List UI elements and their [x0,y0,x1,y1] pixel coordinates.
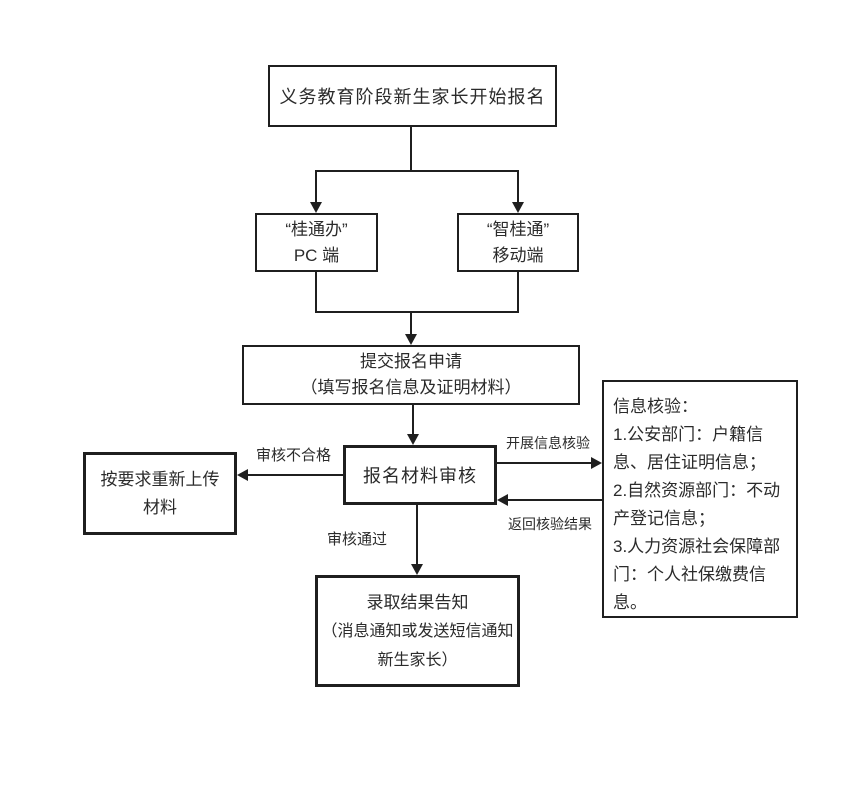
node-material-review: 报名材料审核 [343,445,497,505]
node-submit-line2: （填写报名信息及证明材料） [300,378,522,397]
verify-item-1: 1.公安部门：户籍信息、居住证明信息； [613,425,766,472]
arrowhead-to-reupload [237,469,248,481]
verify-title: 信息核验： [613,397,698,416]
connector-submit-review [412,405,414,435]
node-submit-line1: 提交报名申请 [360,352,462,371]
node-reupload-line1: 按要求重新上传 [100,469,220,489]
connector-merge-horizontal [315,311,519,313]
node-review-label: 报名材料审核 [363,466,477,486]
node-reupload-line2: 材料 [143,497,177,517]
connector-review-verify [497,462,592,464]
verify-item-2: 2.自然资源部门：不动产登记信息； [613,481,781,528]
connector-branch-horizontal [315,170,519,172]
node-result-line2: （消息通知或发送短信通知 [321,622,514,640]
connector-merge-right [517,272,519,313]
node-start-label: 义务教育阶段新生家长开始报名 [279,87,546,107]
arrowhead-to-verify [591,457,602,469]
node-pc-portal: “桂通办” PC 端 [255,213,378,272]
arrowhead-to-pc [310,202,322,213]
connector-branch-left [315,170,317,203]
node-pc-line2: PC 端 [293,245,340,265]
arrowhead-return-to-review [497,494,508,506]
node-result-line1: 录取结果告知 [366,592,469,612]
connector-verify-return [508,499,602,501]
connector-branch-right [517,170,519,203]
edge-label-review-fail: 审核不合格 [256,447,332,464]
node-info-verification: 信息核验： 1.公安部门：户籍信息、居住证明信息； 2.自然资源部门：不动产登记… [602,380,798,618]
arrowhead-to-mobile [512,202,524,213]
connector-merge-down [410,313,412,335]
node-result-line3: 新生家长） [377,651,458,669]
connector-review-reupload [248,474,343,476]
edge-label-review-pass: 审核通过 [327,531,388,548]
edge-label-start-verify: 开展信息核验 [506,435,590,451]
node-admission-result: 录取结果告知 （消息通知或发送短信通知 新生家长） [315,575,520,687]
node-mobile-line1: “智桂通” [486,219,550,239]
arrowhead-to-submit [405,334,417,345]
node-reupload-materials: 按要求重新上传 材料 [83,452,237,535]
node-mobile-portal: “智桂通” 移动端 [457,213,579,272]
node-submit-application: 提交报名申请 （填写报名信息及证明材料） [242,345,580,405]
connector-review-result [416,505,418,565]
node-pc-line1: “桂通办” [285,219,348,239]
arrowhead-to-review [407,434,419,445]
node-mobile-line2: 移动端 [492,245,544,265]
connector-merge-left [315,272,317,313]
edge-label-return-result: 返回核验结果 [508,516,592,532]
node-start-registration: 义务教育阶段新生家长开始报名 [268,65,557,127]
connector-start-down [410,127,412,170]
verify-item-3: 3.人力资源社会保障部门：个人社保缴费信息。 [613,537,781,612]
arrowhead-to-result [411,564,423,575]
